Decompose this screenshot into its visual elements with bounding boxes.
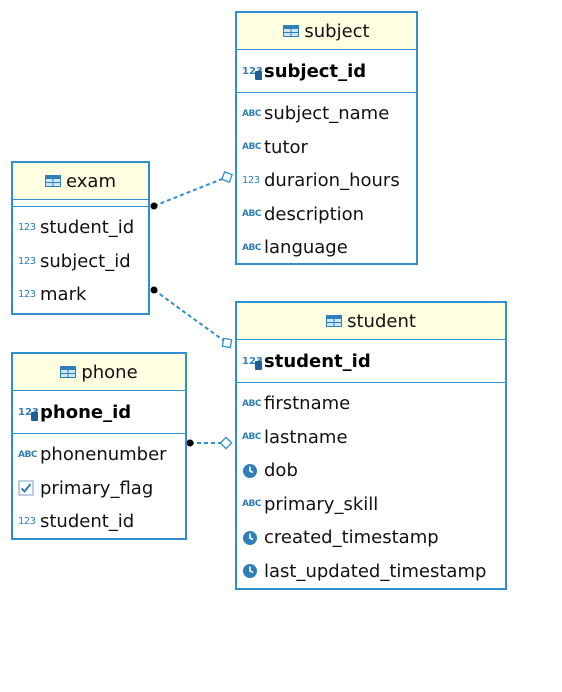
column-name: subject_id (40, 250, 131, 272)
column-name: created_timestamp (264, 527, 439, 549)
column-name: phone_id (40, 401, 132, 423)
table-icon (326, 315, 343, 327)
entity-header: student (237, 303, 505, 340)
rel-exam-subject[interactable] (150, 171, 233, 210)
clock-icon (242, 563, 264, 579)
column-name: primary_skill (264, 493, 379, 515)
text-type-icon: ABC (242, 142, 261, 153)
table-icon (283, 25, 300, 37)
primary-key-row[interactable]: 123 phone_id (13, 391, 185, 434)
text-type-icon: ABC (18, 449, 37, 460)
primary-key-row[interactable]: 123 subject_id (237, 50, 416, 93)
clock-icon (242, 530, 264, 546)
numeric-type-icon: 123 (18, 222, 36, 234)
entity-header: exam (13, 163, 148, 200)
column-row[interactable]: 123 mark (13, 278, 148, 312)
column-row[interactable]: 123 student_id (13, 211, 148, 245)
primary-key-row[interactable]: 123 student_id (237, 340, 505, 383)
column-row[interactable]: last_updated_timestamp (237, 555, 505, 589)
checkbox-icon (18, 480, 40, 496)
numeric-type-icon: 123 (18, 255, 36, 267)
column-name: mark (40, 284, 87, 306)
numeric-key-icon: 123 (18, 407, 40, 421)
rel-phone-student[interactable] (186, 436, 233, 450)
column-name: student_id (264, 350, 371, 372)
column-row[interactable]: dob (237, 454, 505, 488)
text-type-icon: ABC (242, 209, 261, 220)
column-row[interactable]: 123 student_id (13, 505, 185, 539)
rel-source-dot (150, 202, 158, 210)
column-name: phonenumber (40, 444, 167, 466)
rel-source-dot (150, 286, 158, 294)
column-name: description (264, 203, 365, 225)
text-type-icon: ABC (242, 398, 261, 409)
column-name: student_id (40, 511, 135, 533)
entity-header: subject (237, 13, 416, 50)
numeric-type-icon: 123 (18, 516, 36, 528)
text-type-icon: ABC (242, 499, 261, 510)
column-name: lastname (264, 426, 348, 448)
rel-source-dot (186, 439, 194, 447)
table-icon (45, 175, 61, 187)
column-name: last_updated_timestamp (264, 560, 487, 582)
entity-exam[interactable]: exam 123 student_id 123 subject_id 123 mark (11, 161, 150, 315)
entity-title: exam (66, 170, 116, 192)
column-row[interactable]: created_timestamp (237, 521, 505, 555)
column-name: dob (264, 460, 298, 482)
entity-title: phone (81, 361, 138, 383)
text-type-icon: ABC (242, 432, 261, 443)
entity-title: subject (304, 20, 370, 42)
numeric-type-icon: 123 (242, 175, 260, 187)
text-type-icon: ABC (242, 242, 261, 253)
table-icon (60, 366, 77, 378)
empty-key-section (13, 200, 148, 207)
column-row[interactable]: 123 subject_id (13, 245, 148, 279)
column-row[interactable]: primary_flag (13, 472, 185, 506)
column-name: durarion_hours (264, 170, 400, 192)
column-name: firstname (264, 393, 351, 415)
numeric-type-icon: 123 (18, 289, 36, 301)
entity-header: phone (13, 354, 185, 391)
rel-exam-student[interactable] (150, 286, 233, 349)
numeric-key-icon: 123 (242, 66, 264, 80)
column-name: primary_flag (40, 477, 154, 499)
entity-title: student (347, 310, 416, 332)
column-name: student_id (40, 217, 135, 239)
rel-target-diamond (219, 436, 233, 450)
rel-target-diamond (221, 171, 233, 183)
text-type-icon: ABC (242, 108, 261, 119)
numeric-key-icon: 123 (242, 356, 264, 370)
column-name: language (264, 237, 348, 259)
column-name: subject_id (264, 60, 367, 82)
column-name: subject_name (264, 103, 390, 125)
column-row[interactable]: 123 durarion_hours (237, 164, 416, 198)
clock-icon (242, 463, 264, 479)
rel-target-diamond (221, 337, 233, 349)
column-name: tutor (264, 136, 308, 158)
